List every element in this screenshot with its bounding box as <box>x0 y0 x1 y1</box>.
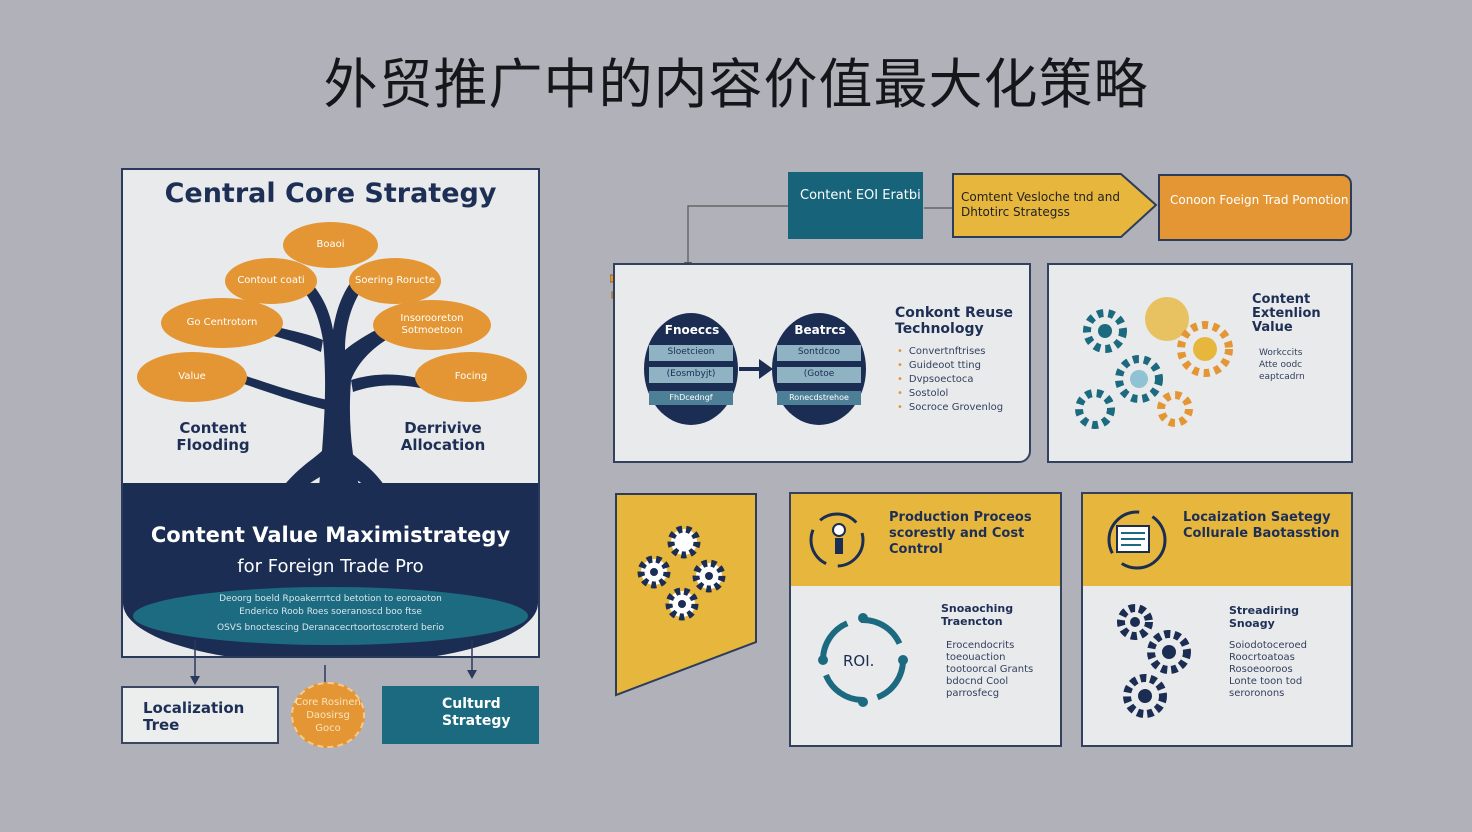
foreign-trade-promotion-box: Conoon Foeign Trad Pomotion <box>1158 174 1352 241</box>
list-item: Convertnftrises <box>897 345 1003 359</box>
oval-row: Ronecdstrehoe <box>789 393 849 402</box>
gears-panel <box>614 492 758 697</box>
flow2-text: Comtent Vesloche tnd and Dhtotirc Strate… <box>961 190 1120 219</box>
process-diagram <box>644 313 866 425</box>
oval-head: Fnoeccs <box>664 323 720 337</box>
page-title: 外贸推广中的内容价值最大化策略 <box>323 53 1149 116</box>
localization-tree-box: Localization Tree <box>121 686 279 744</box>
derivative-allocation-label: Derrivive Allocation <box>400 419 486 454</box>
prod-list: Erocendocrits toeouaction tootoorcal Gra… <box>946 640 1033 700</box>
base-band <box>133 587 528 645</box>
cultural-strategy-box: Culturd Strategy <box>382 686 539 744</box>
connector-arrows <box>190 640 477 685</box>
loc-list: Soiodotoceroed Roocrtoatoas Rosoeooroos … <box>1229 640 1307 700</box>
list-item: Guideoot tting <box>897 359 1003 373</box>
content-reuse-card: Fnoeccs Sloetcieon (Eosmbyjt) FhDcedngf … <box>613 263 1031 463</box>
list-item: Socroce Grovenlog <box>897 401 1003 415</box>
list-item: tootoorcal Grants <box>946 664 1034 675</box>
oval-row: FhDcedngf <box>669 393 713 402</box>
content-strategy-box: Comtent Vesloche tnd and Dhtotirc Strate… <box>951 172 1161 239</box>
leaf-node: Go Centrotorn <box>161 298 283 348</box>
list-item: seroronons <box>1229 688 1285 699</box>
list-item: Erocendocrits <box>946 640 1015 651</box>
list-item: Lonte toon tod <box>1229 676 1303 687</box>
leaf-node: Focing <box>415 352 527 402</box>
oval-head: Beatrcs <box>794 323 846 337</box>
gears-icon <box>1075 297 1233 429</box>
list-item: Atte oodc <box>1259 360 1303 370</box>
band-text: Production Proceos scorestly and Cost Co… <box>889 510 1032 557</box>
gears-icon <box>1117 604 1191 718</box>
roi-label: ROI. <box>843 652 875 670</box>
oval-row: Sontdcoo <box>797 347 841 357</box>
list-item: Soiodotoceroed <box>1229 640 1308 651</box>
list-item: parrosfecg <box>946 688 1000 699</box>
content-extension-card: Content Extenlion Value Workccits Atte o… <box>1047 263 1353 463</box>
leaf-node: Soering Roructe <box>349 258 441 304</box>
content-flooding-label: Content Flooding <box>176 419 250 454</box>
oval-row: (Gotoe <box>803 369 835 379</box>
list-item: Dvpsoectoca <box>897 373 1003 387</box>
list-item: Roocrtoatoas <box>1229 652 1295 663</box>
list-item: toeouaction <box>946 652 1006 663</box>
production-process-card: Production Proceos scorestly and Cost Co… <box>789 492 1062 747</box>
band-text: Locaization Saetegy Collurale Baotasstio… <box>1183 510 1340 541</box>
list-item: Sostolol <box>897 387 1003 401</box>
list-item: bdocnd Cool <box>946 676 1009 687</box>
list-item: Workccits <box>1259 348 1303 358</box>
person-icon <box>809 512 865 568</box>
band-text: Enderico Roob Roes soeranoscd boo ftse <box>239 607 422 617</box>
oval-row: Sloetcieon <box>667 347 715 357</box>
leaf-node: Value <box>137 352 247 402</box>
oval-row: (Eosmbyjt) <box>666 369 716 379</box>
reuse-title: Conkont Reuse Technology <box>895 305 1014 337</box>
document-icon <box>1107 510 1167 570</box>
central-strategy-panel: Central Core Strategy Boaoi Contout coat… <box>121 168 540 658</box>
sub-title: Snoaoching Traencton <box>941 602 1014 628</box>
panel-heading: Central Core Strategy <box>164 178 497 209</box>
band-text: Deoorg boeld Rpoakerrrtcd betotion to eo… <box>219 594 442 604</box>
content-roi-box: Content EOI Eratbi <box>788 172 923 239</box>
base-title: Content Value Maximistrategy <box>150 523 511 547</box>
list-item: Rosoeooroos <box>1229 664 1293 675</box>
leaf-node: Insorooreton Sotmoetoon <box>373 300 491 350</box>
band-text: OSVS bnoctescing Deranacecrtoortoscroter… <box>217 623 444 633</box>
localization-card: Locaization Saetegy Collurale Baotasstio… <box>1081 492 1353 747</box>
core-circle: Core Rosinen Daosirsg Goco <box>291 682 365 748</box>
leaf-node: Contout coati <box>225 258 317 304</box>
leaf-node: Boaoi <box>283 222 378 268</box>
extension-title: Content Extenlion Value <box>1252 292 1321 335</box>
extension-list: Workccits Atte oodc eaptcadrn <box>1259 347 1305 383</box>
list-item: eaptcadrn <box>1259 372 1305 382</box>
sub-title: Streadiring Snoagy <box>1229 604 1300 630</box>
roi-cycle-icon <box>818 613 908 707</box>
base-subtitle: for Foreign Trade Pro <box>237 556 424 577</box>
reuse-list: Convertnftrises Guideoot tting Dvpsoecto… <box>897 345 1003 415</box>
